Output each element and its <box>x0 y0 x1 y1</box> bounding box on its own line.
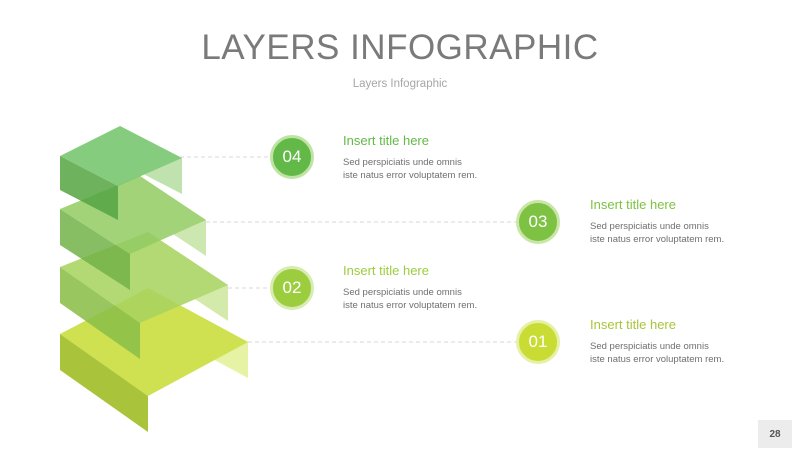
step-02-text-line2: iste natus error voluptatem rem. <box>343 300 478 311</box>
step-02-block: Insert title here Sed perspiciatis unde … <box>343 263 543 312</box>
step-04-number: 04 <box>282 147 302 166</box>
step-04-badge: 04 <box>270 135 314 179</box>
step-01-title: Insert title here <box>590 317 676 332</box>
step-04-title: Insert title here <box>343 133 429 148</box>
step-03-number: 03 <box>528 212 548 231</box>
step-02-title: Insert title here <box>343 263 429 278</box>
step-01-badge: 01 <box>516 320 560 364</box>
layer-04 <box>60 126 182 220</box>
step-03-text-line2: iste natus error voluptatem rem. <box>590 234 725 245</box>
step-02-number: 02 <box>282 278 302 297</box>
page-number: 28 <box>758 420 792 448</box>
step-02-text-line1: Sed perspiciatis unde omnis <box>343 287 462 298</box>
page-subtitle: Layers Infographic <box>352 78 448 90</box>
step-01-text-line2: iste natus error voluptatem rem. <box>590 354 725 365</box>
step-03-block: Insert title here Sed perspiciatis unde … <box>590 197 790 246</box>
step-04-block: Insert title here Sed perspiciatis unde … <box>343 133 543 182</box>
step-04-text-line1: Sed perspiciatis unde omnis <box>343 157 462 168</box>
step-03-badge: 03 <box>516 200 560 244</box>
step-01-block: Insert title here Sed perspiciatis unde … <box>590 317 790 366</box>
page-title: LAYERS INFOGRAPHIC <box>201 28 599 67</box>
step-03-text-line1: Sed perspiciatis unde omnis <box>590 221 709 232</box>
step-01-number: 01 <box>528 332 548 351</box>
step-04-text-line2: iste natus error voluptatem rem. <box>343 170 478 181</box>
step-02-badge: 02 <box>270 266 314 310</box>
step-03-title: Insert title here <box>590 197 676 212</box>
step-01-text-line1: Sed perspiciatis unde omnis <box>590 341 709 352</box>
